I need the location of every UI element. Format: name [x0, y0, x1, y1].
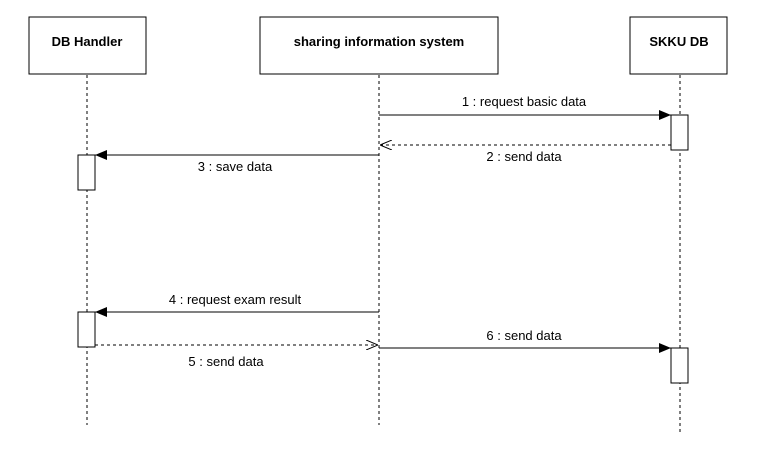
- activation-bar-db-handler-1: [77, 154, 96, 191]
- activation-bar-skku-db-2: [670, 347, 689, 384]
- activation-bar-skku-db-1: [670, 114, 689, 151]
- message-label: 5 : send data: [188, 354, 264, 369]
- message-label: 2 : send data: [486, 149, 562, 164]
- actor-label: SKKU DB: [649, 34, 708, 49]
- actor-db-handler: DB Handler: [28, 16, 147, 75]
- message-label: 4 : request exam result: [169, 292, 302, 307]
- message-5: 5 : send data: [95, 345, 378, 369]
- message-label: 3 : save data: [198, 159, 273, 174]
- actor-label: DB Handler: [52, 34, 123, 49]
- message-label: 6 : send data: [486, 328, 562, 343]
- actor-box: [28, 16, 147, 75]
- message-2: 2 : send data: [380, 145, 671, 164]
- actor-box: [629, 16, 728, 75]
- message-4: 4 : request exam result: [95, 292, 379, 317]
- actor-box: [259, 16, 499, 75]
- message-6: 6 : send data: [379, 328, 671, 353]
- message-1: 1 : request basic data: [379, 94, 671, 120]
- actor-sharing-system: sharing information system: [259, 16, 499, 75]
- message-label: 1 : request basic data: [462, 94, 587, 109]
- actor-label: sharing information system: [294, 34, 464, 49]
- message-3: 3 : save data: [95, 150, 379, 174]
- activation-bar-db-handler-2: [77, 311, 96, 348]
- actor-skku-db: SKKU DB: [629, 16, 728, 75]
